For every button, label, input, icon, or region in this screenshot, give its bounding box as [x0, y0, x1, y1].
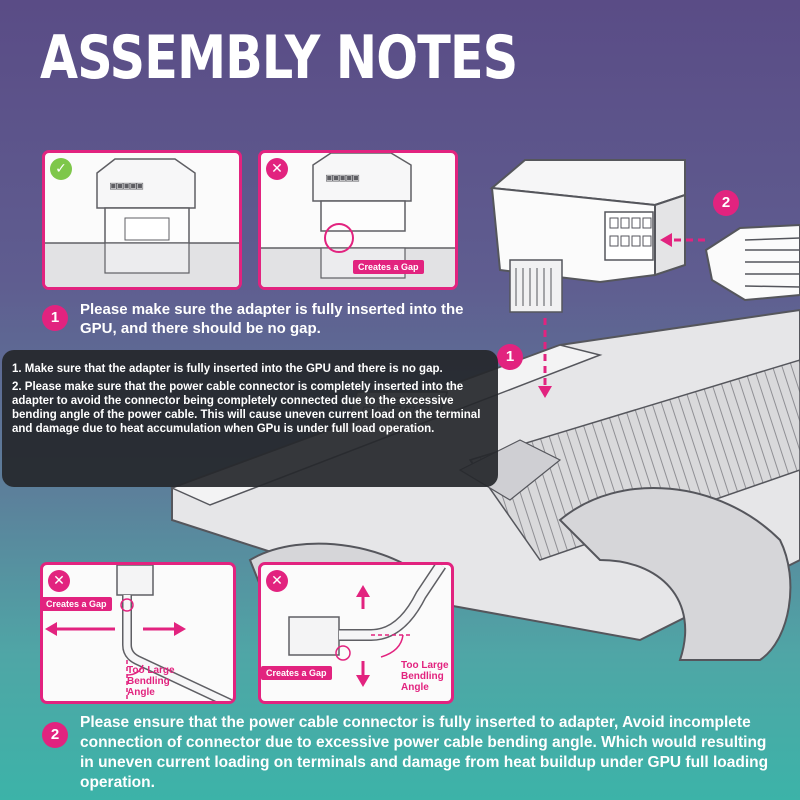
- panel-bend-gap-right: ✕ Creates a Gap Too Large Bendling Angle: [258, 562, 454, 704]
- panel-gap-insertion: ▣▣▣▣▣ ✕ Creates a Gap: [258, 150, 458, 290]
- info-line-2: 2. Please make sure that the power cable…: [12, 381, 481, 435]
- step-1-badge: 1: [42, 305, 68, 331]
- diagram-step-2-badge: 2: [713, 190, 739, 216]
- cross-icon: ✕: [266, 158, 288, 180]
- creates-gap-tag: Creates a Gap: [353, 260, 424, 274]
- cross-icon: ✕: [48, 570, 70, 592]
- cable-bend-drawing-right: [288, 565, 446, 687]
- diagram-step-1-badge: 1: [497, 344, 523, 370]
- power-cable: [704, 223, 800, 302]
- panel-bend-gap-left: ✕ Creates a Gap Too Large Bendling Angle: [40, 562, 236, 704]
- check-icon: ✓: [50, 158, 72, 180]
- creates-gap-tag: Creates a Gap: [43, 597, 112, 611]
- adapter-no-gap-drawing: ▣▣▣▣▣: [45, 158, 239, 287]
- bend-angle-label: Too Large Bendling Angle: [401, 660, 449, 693]
- svg-text:▣▣▣▣▣: ▣▣▣▣▣: [110, 179, 143, 192]
- assembly-info-box: 1. Make sure that the adapter is fully i…: [2, 350, 498, 487]
- step-2-text: Please ensure that the power cable conne…: [80, 714, 769, 791]
- panel-correct-insertion: ▣▣▣▣▣ ✓: [42, 150, 242, 290]
- gpu-fan: [558, 487, 792, 661]
- cable-bend-drawing-left: [45, 565, 233, 701]
- svg-text:▣▣▣▣▣: ▣▣▣▣▣: [326, 171, 359, 184]
- gpu-heatsink-fins: [468, 359, 800, 561]
- info-line-1: 1. Make sure that the adapter is fully i…: [12, 363, 443, 375]
- creates-gap-tag: Creates a Gap: [261, 666, 332, 680]
- cross-icon: ✕: [266, 570, 288, 592]
- step-1-text: Please make sure the adapter is fully in…: [80, 301, 464, 337]
- step-2-badge: 2: [42, 722, 68, 748]
- page-title: ASSEMBLY NOTES: [40, 23, 518, 93]
- power-adapter: [489, 159, 686, 313]
- bend-angle-label: Too Large Bendling Angle: [127, 665, 175, 698]
